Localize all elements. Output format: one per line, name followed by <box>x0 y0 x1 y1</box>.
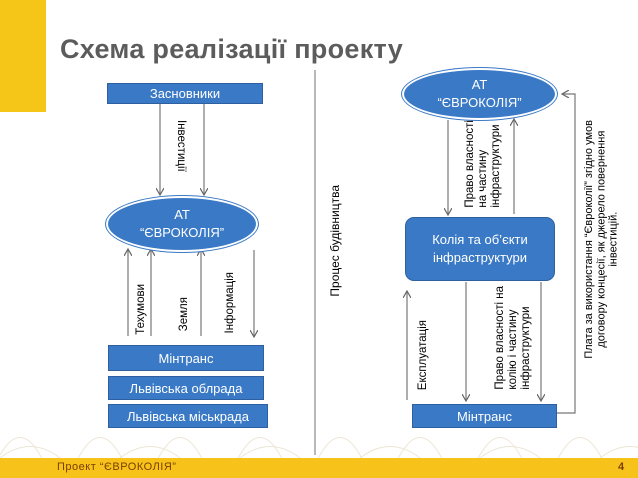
railway-objects-line2: інфраструктури <box>432 250 528 265</box>
founders-box: Засновники <box>107 83 263 104</box>
decorative-pattern <box>0 437 638 460</box>
page-title: Схема реалізації проекту <box>60 34 404 64</box>
ownership-bottom-label: Право власності на колію і частину інфра… <box>494 286 542 390</box>
company-left-line2: “ЄВРОКОЛІЯ” <box>139 225 225 240</box>
ownership-bottom-line1: Право власності на <box>494 286 506 390</box>
land-label: Земля <box>178 297 190 332</box>
tech-conditions-label: Техумови <box>135 284 147 335</box>
ownership-bottom-line3: інфраструктури <box>519 306 532 390</box>
page-number: 4 <box>618 461 625 473</box>
company-right-line2: “ЄВРОКОЛІЯ” <box>437 95 522 110</box>
accent-bar <box>0 0 46 112</box>
information-label: Інформація <box>224 272 236 334</box>
payment-note-label: Плата за використання “Євроколії” згідно… <box>583 120 633 359</box>
construction-process-label: Процес будівництва <box>328 185 342 297</box>
footer-project-text: Проект “ЄВРОКОЛІЯ” <box>57 461 177 473</box>
authority-mintrans-left: Мінтранс <box>108 345 264 371</box>
company-left-line1: АТ <box>174 207 190 223</box>
company-ellipse-right: АТ “ЄВРОКОЛІЯ” <box>402 68 557 120</box>
railway-objects-line1: Колія та об’єкти <box>432 231 528 247</box>
authority-oblrada: Львівська облрада <box>108 376 264 400</box>
ownership-top-line2: на частину <box>476 149 489 208</box>
railway-objects-box: Колія та об’єкти інфраструктури <box>405 217 555 281</box>
ownership-top-label: Право власності на частину інфраструктур… <box>464 120 512 208</box>
authority-miskrada: Львівська міськрада <box>108 404 268 428</box>
exploitation-label: Експлуатація <box>417 320 429 391</box>
ownership-top-line1: Право власності <box>464 120 476 208</box>
ministry-box-right: Мінтранс <box>412 404 557 428</box>
company-right-line1: АТ <box>471 77 488 93</box>
ownership-bottom-line2: колію і частину <box>506 309 519 390</box>
footer-bar <box>0 458 638 478</box>
payment-note-line1: Плата за використання “Євроколії” згідно… <box>583 120 595 359</box>
payment-note-line2: договору концесії, як джерело повернення <box>595 130 608 348</box>
payment-note-line3: інвестицій. <box>607 211 620 267</box>
company-ellipse-left: АТ “ЄВРОКОЛІЯ” <box>106 196 258 252</box>
ownership-top-line3: інфраструктури <box>489 124 502 208</box>
investments-label: Інвестиції <box>174 120 187 172</box>
